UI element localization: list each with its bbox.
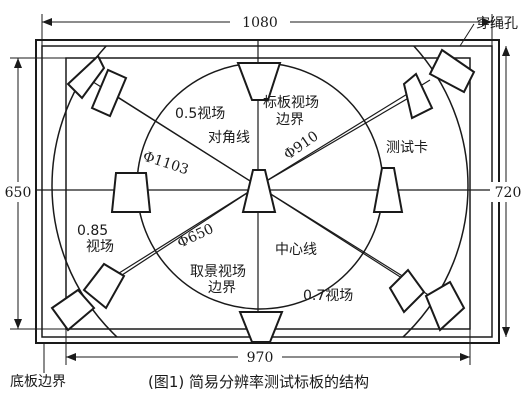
bottom-width-label: 970 — [247, 350, 274, 366]
lower-right-wedge-2 — [388, 268, 426, 314]
base-edge-label: 底板边界 — [10, 374, 66, 390]
center-line-label: 中心线 — [275, 242, 317, 258]
half-diag-label-a: 0.5视场 — [175, 106, 225, 122]
half-diag-label-b: 对角线 — [208, 130, 250, 146]
top-center-wedge — [236, 62, 282, 101]
right-height-label: 720 — [495, 185, 522, 201]
figure-caption: (图1) 简易分辨率测试标板的结构 — [148, 373, 369, 391]
upper-left-wedge-1 — [66, 54, 106, 100]
test-card-label: 测试卡 — [386, 140, 428, 156]
field07-label: 0.7视场 — [303, 288, 353, 304]
lower-right-wedge-1 — [424, 280, 466, 332]
diag-line-lr2 — [257, 185, 413, 283]
phi1103-label: Φ1103 — [141, 149, 191, 179]
upper-right-wedge-1 — [428, 48, 476, 94]
view-field-label-b: 边界 — [208, 280, 236, 296]
field085-label-a: 0.85 — [77, 223, 108, 239]
view-field-label-a: 取景视场 — [190, 264, 246, 280]
center-wedge — [241, 169, 277, 213]
bottom-center-wedge — [238, 311, 284, 343]
rope-hole-label: 穿绳孔 — [476, 16, 518, 32]
left-center-wedge — [110, 172, 152, 213]
phi910-label: Φ910 — [281, 128, 321, 163]
field085-label-b: 视场 — [86, 239, 114, 255]
diag-line-ur2 — [257, 95, 413, 187]
lower-left-wedge-2 — [82, 262, 126, 310]
board-field-label-a: 标板视场 — [263, 95, 319, 111]
diag-line-ll2 — [107, 185, 259, 281]
right-center-wedge — [372, 167, 404, 213]
diag-line-ur — [257, 79, 431, 187]
board-field-label-b: 边界 — [276, 112, 304, 128]
left-height-label: 650 — [5, 185, 32, 201]
diag-line-ul2 — [109, 91, 259, 187]
top-width-label: 1080 — [242, 15, 278, 31]
upper-right-wedge-2 — [402, 72, 434, 120]
upper-left-wedge-2 — [90, 68, 128, 118]
outer-circle — [51, 46, 469, 337]
lower-left-wedge-1 — [50, 288, 96, 332]
